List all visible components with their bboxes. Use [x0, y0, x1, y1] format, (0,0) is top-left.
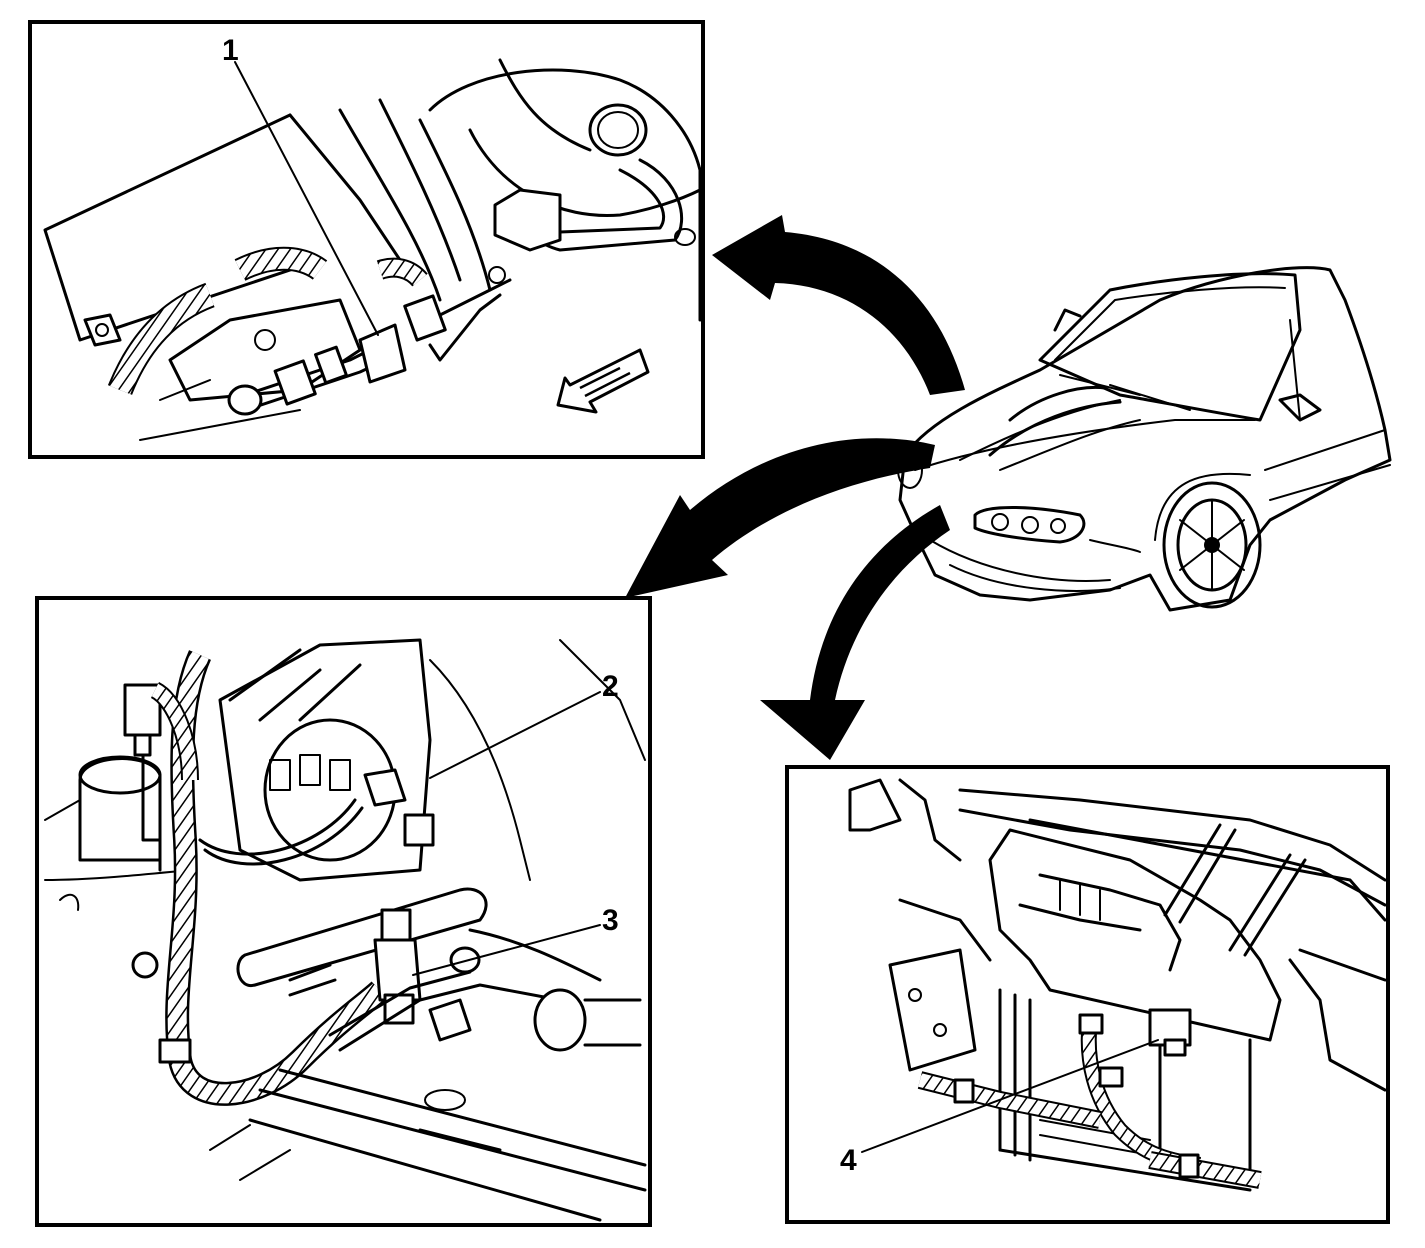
leader-line-4	[861, 1039, 1159, 1153]
callout-2: 2	[602, 670, 619, 703]
arrow-to-right-view	[760, 505, 950, 760]
callout-1: 1	[222, 34, 239, 67]
leader-line-2	[429, 691, 601, 779]
left-detail-panel: 2 3	[35, 596, 652, 1227]
top-detail-panel: 1	[28, 20, 705, 459]
arrow-to-left-view	[625, 438, 935, 598]
callout-4: 4	[840, 1144, 857, 1177]
right-detail-panel: 4	[785, 765, 1390, 1224]
callout-3: 3	[602, 904, 619, 937]
leader-line-1	[234, 61, 379, 336]
arrow-to-top-view	[712, 215, 965, 395]
leader-line-3	[412, 924, 601, 976]
vehicle-overview-illustration	[897, 266, 1392, 612]
